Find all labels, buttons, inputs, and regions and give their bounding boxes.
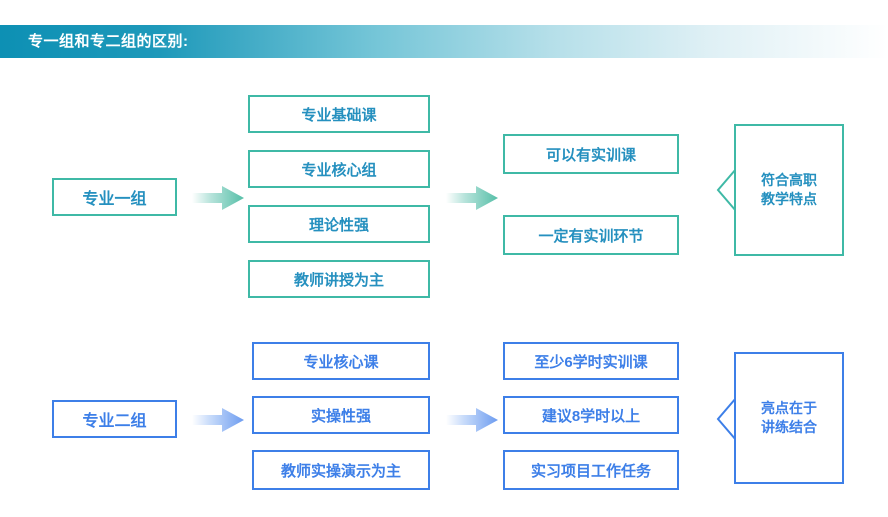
- item-box[interactable]: 实操性强: [252, 396, 430, 434]
- group-label-row-2[interactable]: 专业二组: [52, 400, 177, 438]
- item-box[interactable]: 专业核心课: [252, 342, 430, 380]
- chevron-left-icon-row-1: [716, 168, 738, 212]
- conclusion-line: 符合高职: [761, 172, 817, 188]
- item-box[interactable]: 专业核心组: [248, 150, 430, 188]
- page-title: 专一组和专二组的区别:: [28, 33, 189, 50]
- item-box[interactable]: 实习项目工作任务: [503, 450, 679, 490]
- arrow-right-icon-row2-2: [446, 408, 498, 432]
- item-box[interactable]: 至少6学时实训课: [503, 342, 679, 380]
- item-box[interactable]: 教师实操演示为主: [252, 450, 430, 490]
- item-box[interactable]: 可以有实训课: [503, 134, 679, 174]
- item-box[interactable]: 理论性强: [248, 205, 430, 243]
- item-box[interactable]: 教师讲授为主: [248, 260, 430, 298]
- conclusion-line: 亮点在于: [761, 400, 817, 416]
- group-label-row-1[interactable]: 专业一组: [52, 178, 177, 216]
- arrow-right-icon-row1-1: [192, 186, 244, 210]
- arrow-right-icon-row2-1: [192, 408, 244, 432]
- chevron-left-icon-row-2: [716, 397, 738, 441]
- conclusion-line: 教学特点: [761, 191, 817, 207]
- header-bar: [0, 25, 888, 58]
- item-box[interactable]: 一定有实训环节: [503, 215, 679, 255]
- item-box[interactable]: 建议8学时以上: [503, 396, 679, 434]
- conclusion-line: 讲练结合: [761, 419, 817, 435]
- arrow-right-icon-row1-2: [446, 186, 498, 210]
- item-box[interactable]: 专业基础课: [248, 95, 430, 133]
- conclusion-box-row-2[interactable]: 亮点在于 讲练结合: [734, 352, 844, 484]
- conclusion-box-row-1[interactable]: 符合高职 教学特点: [734, 124, 844, 256]
